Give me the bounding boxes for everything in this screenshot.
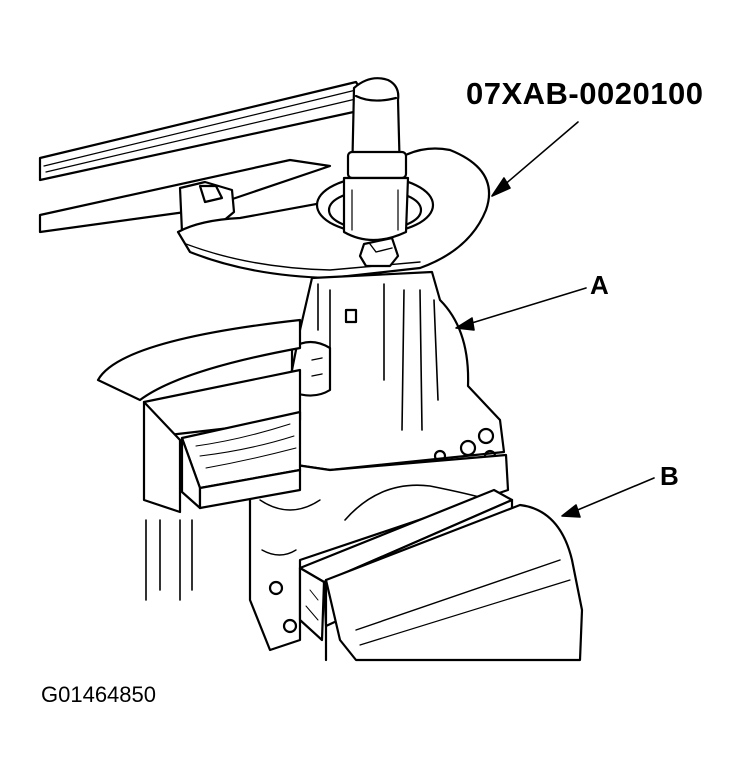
leader-arrows <box>455 121 655 518</box>
wood-block-left <box>180 410 302 510</box>
transmission-housing-a <box>248 270 510 652</box>
figure-id-label: G01464850 <box>41 682 156 707</box>
vise-front-jaw <box>324 503 584 662</box>
wrench-handle <box>38 80 374 234</box>
callout-b-label: B <box>660 461 679 491</box>
tool-number-label: 07XAB-0020100 <box>466 76 704 111</box>
output-shaft <box>342 77 410 242</box>
callout-a-label: A <box>590 270 609 300</box>
